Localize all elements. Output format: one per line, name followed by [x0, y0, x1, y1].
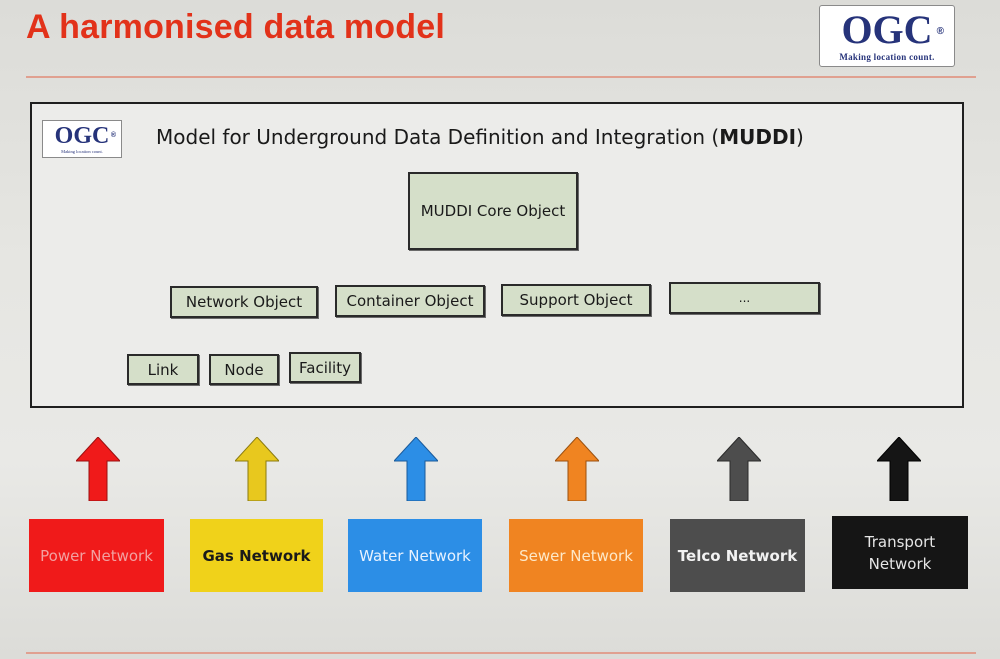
- gas-network-box: Gas Network: [190, 519, 323, 592]
- support-object: Support Object: [501, 284, 651, 316]
- ogc-logo-small: OGC® Making location count.: [42, 120, 122, 158]
- more-objects-placeholder: ...: [669, 282, 820, 314]
- ogc-logo-small-tagline: Making location count.: [61, 149, 103, 154]
- transport-network-box: Transport Network: [832, 516, 968, 589]
- model-title: Model for Underground Data Definition an…: [156, 125, 804, 149]
- slide-title: A harmonised data model: [26, 8, 445, 46]
- network-object: Network Object: [170, 286, 318, 318]
- gas-network-label: Gas Network: [202, 546, 311, 565]
- ogc-logo-tagline: Making location count.: [839, 52, 935, 62]
- telco-network-label: Telco Network: [677, 546, 798, 565]
- sewer-network-label: Sewer Network: [519, 546, 633, 565]
- water-network-box: Water Network: [348, 519, 482, 592]
- registered-mark: ®: [936, 26, 944, 37]
- facility-object: Facility: [289, 352, 361, 383]
- title-divider: [26, 76, 976, 78]
- node-object: Node: [209, 354, 279, 385]
- bottom-divider: [26, 652, 976, 654]
- container-object: Container Object: [335, 285, 485, 317]
- sewer-network-box: Sewer Network: [509, 519, 643, 592]
- model-acronym: MUDDI: [719, 125, 797, 149]
- registered-mark-small: ®: [110, 132, 116, 139]
- power-network-box: Power Network: [29, 519, 164, 592]
- ogc-logo: OGC® Making location count.: [819, 5, 955, 67]
- ogc-logo-letters: OGC®: [841, 7, 944, 52]
- transport-network-label: Transport Network: [864, 532, 936, 573]
- link-object: Link: [127, 354, 199, 385]
- arrow-up-icon-sewer: [555, 437, 599, 501]
- arrow-up-icon-water: [394, 437, 438, 501]
- arrow-up-icon-gas: [235, 437, 279, 501]
- ogc-logo-small-letters: OGC®: [54, 123, 116, 149]
- muddi-core-object: MUDDI Core Object: [408, 172, 578, 250]
- arrow-up-icon-transport: [877, 437, 921, 501]
- arrow-up-icon-telco: [717, 437, 761, 501]
- power-network-label: Power Network: [40, 546, 153, 565]
- telco-network-box: Telco Network: [670, 519, 805, 592]
- arrow-up-icon-power: [76, 437, 120, 501]
- water-network-label: Water Network: [359, 546, 471, 565]
